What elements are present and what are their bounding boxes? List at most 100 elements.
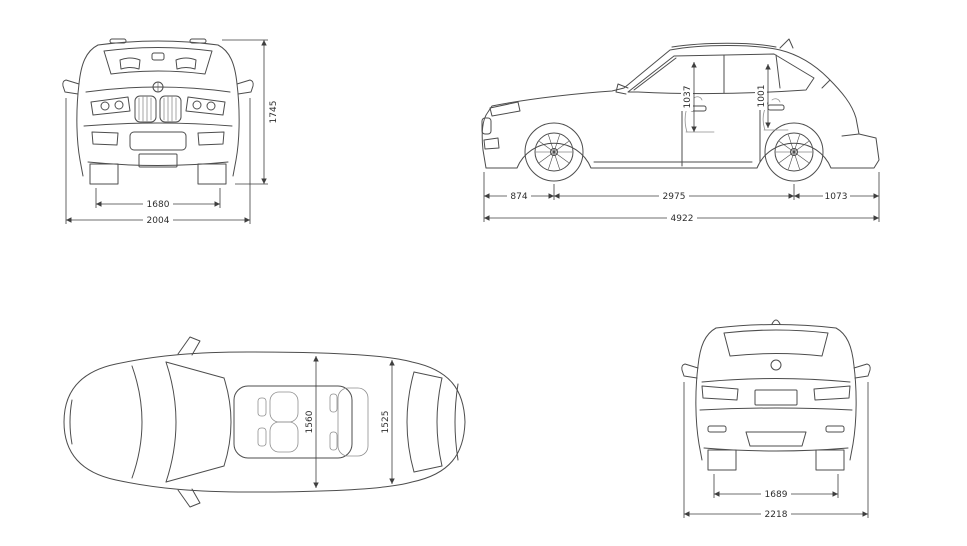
body-side-right [217, 44, 240, 177]
a-pillars [165, 361, 225, 483]
body-silhouette [481, 45, 880, 169]
label-bg [659, 190, 689, 201]
windshield [103, 47, 213, 75]
overall-height-label: 1745 [269, 101, 279, 124]
roof-line [97, 40, 219, 46]
rear-window [723, 329, 829, 357]
top-seats-sketch [257, 387, 369, 457]
panoramic-sunroof [233, 385, 353, 459]
top-view: 1560 1525 [48, 322, 478, 522]
shark-fin-antenna [771, 319, 781, 325]
rear-wheel-rim [774, 132, 814, 172]
label-bg [379, 407, 391, 437]
front-seat-right [269, 421, 299, 453]
label-bg [761, 488, 791, 499]
kidney-grille-right [159, 95, 182, 123]
windshield-base [165, 361, 177, 483]
rear-interior-width-label: 1525 [381, 411, 391, 434]
overall-length-label: 4922 [671, 214, 694, 224]
front-wheel-right [197, 163, 227, 185]
front-headroom-label: 1037 [683, 86, 693, 109]
interior-seats-sketch [684, 96, 789, 133]
headlight-lens [206, 101, 216, 111]
bmw-roundel-icon [770, 359, 782, 371]
headrest-right [175, 57, 197, 70]
taillight-right [813, 385, 851, 401]
side-dimension-labels: 1037 1001 874 2975 1073 4922 [507, 82, 850, 224]
fog-intake-right [197, 131, 225, 146]
rear-window-edge [406, 371, 415, 473]
rear-track-width-label: 1689 [765, 490, 788, 500]
skid-plate [745, 431, 807, 447]
bmw-roundel-cross [152, 81, 164, 93]
overall-width-label: 2004 [147, 216, 170, 226]
mirror-bottom [177, 488, 201, 508]
d-pillars [413, 371, 443, 473]
front-car-outline [62, 38, 254, 185]
body-side-right [835, 327, 857, 461]
label-bg [143, 214, 173, 225]
front-view: 1745 1680 2004 [58, 12, 288, 232]
rear-wheel-spokes [775, 134, 813, 170]
rear-wheel-tire [764, 122, 824, 182]
headlight-right [185, 96, 226, 116]
front-view-drawing: 1745 1680 2004 [62, 38, 279, 226]
label-bg [507, 190, 531, 201]
tailgate-seam [701, 378, 851, 383]
mirror-left [681, 363, 699, 379]
mirror-right [236, 79, 254, 95]
body-side-left [76, 44, 99, 177]
rear-view: 1689 2218 [676, 298, 886, 533]
reflector-right [825, 425, 845, 433]
lower-lip [87, 161, 229, 166]
label-bg [143, 198, 173, 209]
rear-hatch-lines [821, 79, 860, 137]
front-headrest-right [257, 427, 267, 447]
label-bg [755, 82, 767, 110]
headlight-side [489, 101, 521, 117]
side-car-outline [481, 38, 880, 182]
label-bg [761, 508, 791, 519]
shark-fin-antenna [779, 38, 794, 49]
license-plate [138, 153, 178, 168]
rear-car-outline [681, 319, 871, 471]
front-intake-side [483, 137, 500, 150]
pillar-lines [723, 54, 781, 94]
hatch-edge [436, 377, 443, 467]
rear-dimension-labels: 1689 2218 [761, 488, 791, 520]
top-view-drawing: 1560 1525 [63, 336, 466, 508]
kidney-grille-left [134, 95, 157, 123]
extension-lines [222, 39, 268, 185]
front-grille-arc [69, 399, 73, 445]
rear-view-drawing: 1689 2218 [681, 319, 871, 520]
door-handle-rear [767, 104, 785, 111]
roof-line [715, 324, 837, 329]
headlight-lens [192, 100, 202, 110]
taillight-left [701, 385, 739, 401]
rear-wheel-right [815, 449, 845, 471]
reflector-left [707, 425, 727, 433]
body-plan-outline [63, 351, 466, 493]
side-view-drawing: 1037 1001 874 2975 1073 4922 [481, 38, 880, 224]
license-plate [754, 389, 798, 406]
windshield-top [223, 377, 232, 467]
overall-width-mirrors-label: 2218 [765, 510, 788, 520]
hood-edge [131, 365, 143, 479]
wheelbase-label: 2975 [663, 192, 686, 202]
headlight-lens [100, 101, 110, 111]
mirror-right [853, 363, 871, 379]
fog-intake-left [91, 131, 119, 146]
side-view: 1037 1001 874 2975 1073 4922 [462, 2, 892, 232]
front-wheel-spokes [535, 134, 573, 170]
rearview-mirror [151, 52, 165, 61]
top-car-outline [63, 336, 466, 508]
front-interior-width-label: 1560 [305, 410, 315, 433]
body-side-left [695, 327, 717, 461]
mirror-left [62, 79, 80, 95]
front-wheel-rim [534, 132, 574, 172]
top-dimension-labels: 1560 1525 [303, 407, 391, 437]
rear-headrest-right [329, 431, 338, 451]
extension-lines [65, 98, 251, 224]
bumper-line [83, 122, 233, 127]
